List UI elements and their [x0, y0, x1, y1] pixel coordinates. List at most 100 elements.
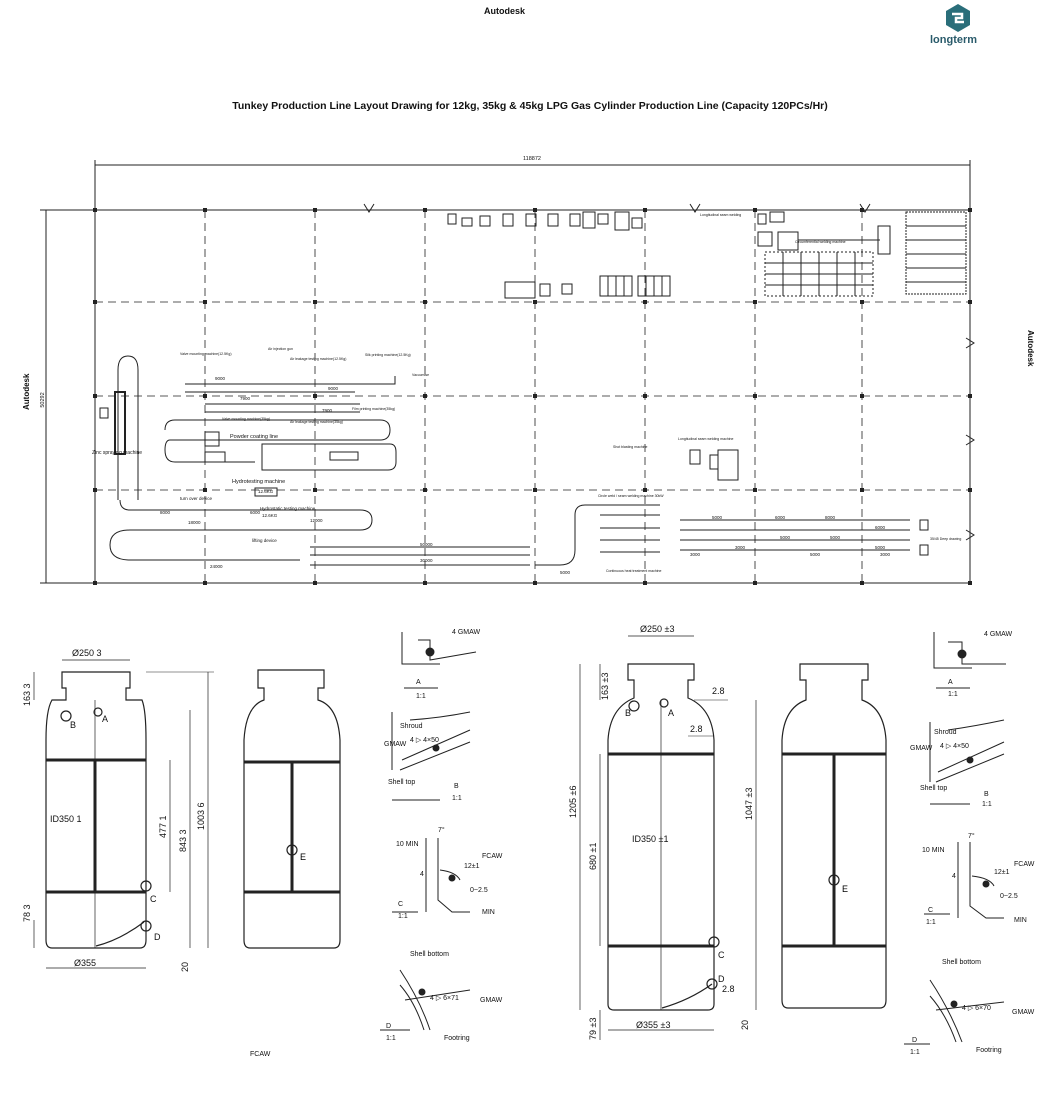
- dim-value: 18000: [188, 520, 201, 525]
- label-vacuum: Vacuumise: [412, 373, 429, 377]
- point-label: D: [718, 974, 725, 984]
- label-turn-over: turn over device: [180, 496, 213, 501]
- detail-c-dim1: 12±1: [994, 869, 1010, 876]
- detail-c-dim2: 0~2.5: [470, 887, 488, 894]
- dim-value: 6000: [250, 510, 261, 515]
- dim-body-height: 1047 ±3: [744, 788, 754, 820]
- label-circ-welding: Circumferential welding machine: [795, 240, 846, 244]
- point-label: D: [154, 932, 161, 942]
- detail-b-scale: 1:1: [982, 801, 992, 808]
- label-silk-printing: Silk printing machine(12.5Kg): [365, 353, 411, 357]
- dim-top-height: 163 3: [22, 683, 32, 706]
- point-label: B: [70, 720, 76, 730]
- point-label: B: [625, 708, 631, 718]
- label-air-leakage-35: Air leakage testing machine(35kg): [290, 420, 343, 424]
- detail-c-four: 4: [420, 871, 424, 878]
- label-hydrostatic: Hydrostatic testing machine: [260, 506, 316, 511]
- detail-c-angle: 7°: [968, 832, 975, 840]
- detail-c-min2: MIN: [482, 909, 495, 916]
- label-hydro-weight: 12.6KG: [258, 489, 274, 494]
- label-hydrotesting: Hydrotesting machine: [232, 479, 285, 485]
- detail-c-min: 10 MIN: [396, 841, 419, 848]
- detail-d-scale: 1:1: [910, 1049, 920, 1056]
- detail-d-weld: 4 ▷ 6×71: [430, 995, 459, 1002]
- detail-a-weld: 4 GMAW: [984, 631, 1013, 638]
- dim-value: 24000: [210, 564, 223, 569]
- detail-b-shroud: Shroud: [400, 723, 423, 730]
- detail-d-gmaw: GMAW: [480, 997, 503, 1004]
- label-lifting: lifting device: [252, 538, 277, 543]
- cylinder-large-labels: Ø250 ±3 163 ±3 2.8 2.8 2.8 ID350 ±1 680 …: [568, 624, 754, 1040]
- detail-b-weld: 4 ▷ 4×50: [410, 737, 439, 744]
- dim-top-height: 163 ±3: [600, 673, 610, 700]
- layout-plan: [40, 160, 975, 585]
- detail-c-fcaw: FCAW: [1014, 861, 1035, 868]
- label-hydro-weight-2: 12.6KG: [262, 513, 278, 518]
- dim-value: 6000: [775, 515, 786, 520]
- details-left-labels: 4 GMAW A 1:1 Shroud GMAW 4 ▷ 4×50 Shell …: [250, 629, 503, 1058]
- detail-c-label: C: [928, 907, 933, 914]
- detail-c-four: 4: [952, 873, 956, 880]
- label-lin-welding: Circle weld / seam welding machine 30kW: [598, 494, 664, 498]
- dim-value: 5000: [560, 570, 571, 575]
- detail-d-shell: Shell bottom: [942, 959, 981, 966]
- dim-value: 5000: [712, 515, 723, 520]
- cylinder-small-side: [243, 669, 341, 949]
- dim-total-height: 1205 ±6: [568, 786, 578, 818]
- dim-value: 5000: [810, 552, 821, 557]
- detail-d-label: D: [386, 1023, 391, 1030]
- dim-value: 5000: [875, 545, 886, 550]
- detail-c-min: 10 MIN: [922, 847, 945, 854]
- dim-value: 8000: [825, 515, 836, 520]
- dim-inner-diameter: ID350 1: [50, 814, 82, 824]
- dim-value: 50000: [420, 542, 433, 547]
- details-right-labels: 4 GMAW A 1:1 Shroud GMAW 4 ▷ 4×50 Shell …: [910, 631, 1035, 1056]
- detail-d-scale: 1:1: [386, 1035, 396, 1042]
- point-label: E: [842, 884, 848, 894]
- detail-b-label: B: [454, 783, 459, 790]
- overall-width: 118872: [523, 156, 541, 162]
- label-film-printing: Film printing machine(35kg): [352, 407, 395, 411]
- detail-a-label: A: [416, 679, 421, 686]
- cylinder-small-labels: Ø250 3 163 3 ID350 1 477 1 843 3 1003 6 …: [22, 648, 206, 972]
- detail-d-weld: 4 ▷ 6×70: [962, 1005, 991, 1012]
- dim-value: 5000: [780, 535, 791, 540]
- label-shot-blasting: Shot blasting machine: [613, 445, 647, 449]
- cylinder-large-side: [781, 663, 887, 1009]
- dim-value: 9000: [215, 376, 226, 381]
- detail-a-weld: 4 GMAW: [452, 629, 481, 636]
- dim-body-height: 843 3: [178, 829, 188, 852]
- detail-b-shell: Shell top: [388, 779, 415, 786]
- dim-value: 3000: [690, 552, 701, 557]
- detail-c-dim2: 0~2.5: [1000, 893, 1018, 900]
- dim-value: 7900: [322, 408, 333, 413]
- dim-value: 12000: [310, 518, 323, 523]
- dim-bottom-diameter: Ø355 ±3: [636, 1020, 670, 1030]
- detail-d-foot: Footring: [976, 1047, 1002, 1054]
- dim-value: 9000: [328, 386, 339, 391]
- label-air-leakage: Air leakage testing machine(12.5Kg): [290, 357, 346, 361]
- dim-gap: 20: [180, 962, 190, 972]
- layout-labels: 118872 50292 Zinc spraying machine Powde…: [40, 156, 961, 575]
- dim-gap: 20: [740, 1020, 750, 1030]
- detail-d-gmaw: GMAW: [1012, 1009, 1035, 1016]
- dim-total-height: 1003 6: [196, 802, 206, 830]
- detail-c-fcaw: FCAW: [482, 853, 503, 860]
- label-powder-coating: Powder coating line: [230, 434, 278, 440]
- dim-value: 3000: [735, 545, 746, 550]
- point-label: A: [102, 714, 108, 724]
- detail-a-scale: 1:1: [948, 691, 958, 698]
- detail-b-shroud: Shroud: [934, 729, 957, 736]
- cylinder-small-front: [33, 659, 214, 969]
- detail-c-label: C: [398, 901, 403, 908]
- detail-b-scale: 1:1: [452, 795, 462, 802]
- dim-bottom-diameter: Ø355: [74, 958, 96, 968]
- dim-value: 30000: [420, 558, 433, 563]
- label-cylinder-weight: Longitudinal seam welding: [700, 213, 741, 217]
- label-zinc-spraying: Zinc spraying machine: [92, 450, 142, 456]
- details-right: [904, 632, 1006, 1045]
- detail-a-scale: 1:1: [416, 693, 426, 700]
- dim-mid-height: 477 1: [158, 815, 168, 838]
- label-valve-mounting-35: Valve mounting machine(35kg): [222, 417, 270, 421]
- longterm-hexagon-icon: [946, 4, 970, 32]
